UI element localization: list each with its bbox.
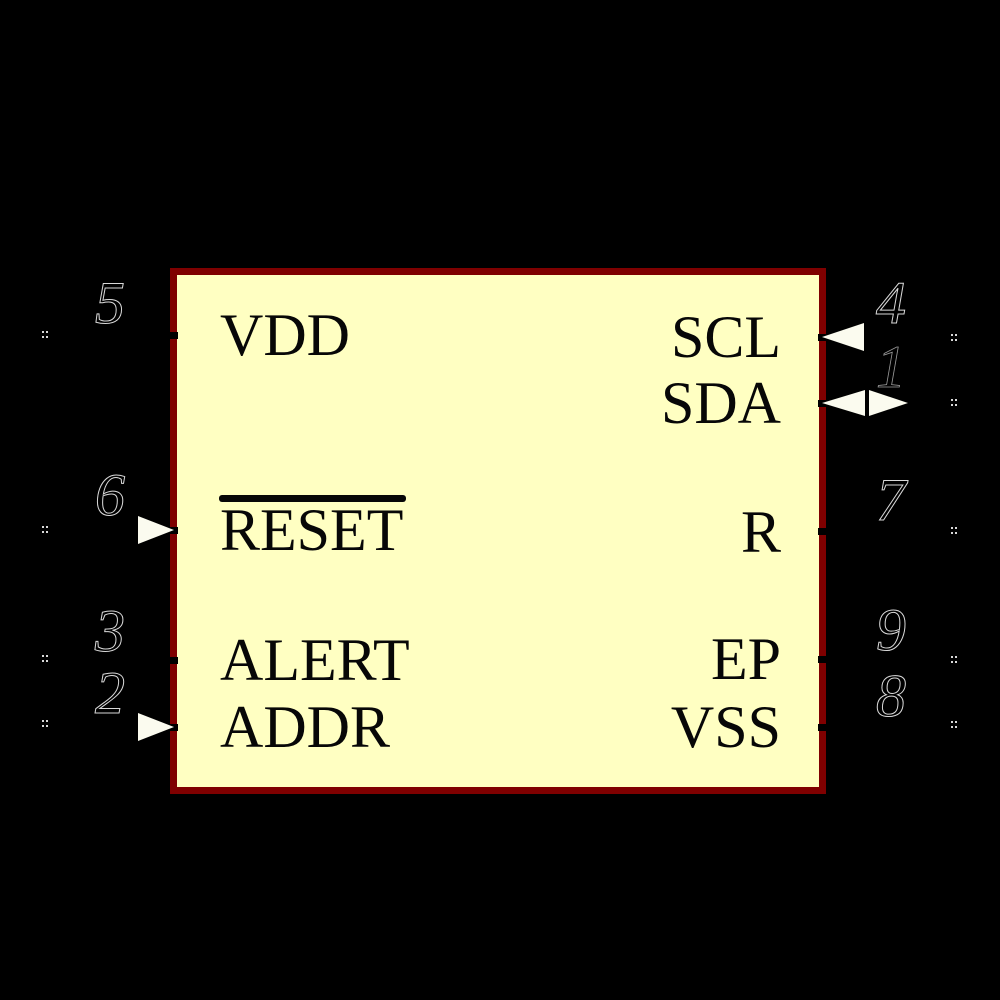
pin-name-vdd: VDD (220, 302, 350, 368)
pin-stub-3[interactable] (136, 657, 178, 664)
pin-stub-7[interactable] (818, 528, 860, 535)
pin-type-marker-4 (951, 334, 953, 336)
pin-type-marker-1 (951, 399, 953, 401)
pin-name-scl: SCL (670, 304, 781, 370)
pin-name-alert: ALERT (220, 627, 410, 693)
pin-stub-8[interactable] (818, 724, 860, 731)
pin-number-8[interactable]: 8 (876, 663, 907, 730)
pin-name-ep: EP (710, 626, 781, 692)
pin-stub-5[interactable] (136, 332, 178, 339)
pin-number-4[interactable]: 4 (876, 270, 907, 337)
reset-overline (219, 495, 406, 502)
bidirectional-arrow-icon (822, 390, 865, 416)
pin-type-marker-8 (951, 721, 953, 723)
input-arrow-icon (138, 516, 174, 544)
pin-number-7[interactable]: 7 (876, 467, 907, 534)
pin-number-6[interactable]: 6 (95, 462, 126, 529)
pin-type-marker-2 (42, 720, 44, 722)
pin-number-1[interactable]: 1 (876, 334, 907, 401)
pin-number-9[interactable]: 9 (876, 597, 907, 664)
pin-number-3[interactable]: 3 (95, 598, 126, 665)
bidirectional-arrow-icon (869, 390, 908, 416)
pin-stub-9[interactable] (818, 656, 860, 663)
pin-number-5[interactable]: 5 (95, 270, 126, 337)
pin-name-sda: SDA (660, 370, 781, 436)
pin-type-marker-9 (951, 656, 953, 658)
pin-name-r: R (740, 499, 781, 565)
pin-name-vss: VSS (670, 694, 781, 760)
pin-type-marker-6 (42, 526, 44, 528)
pin-type-marker-7 (951, 527, 953, 529)
input-arrow-icon (822, 323, 864, 351)
input-arrow-icon (138, 713, 174, 741)
pin-type-marker-5 (42, 331, 44, 333)
symbol-body[interactable] (170, 268, 826, 794)
pin-number-2[interactable]: 2 (95, 660, 126, 727)
pin-name-reset: RESET (220, 497, 404, 563)
pin-name-addr: ADDR (220, 694, 391, 760)
pin-type-marker-3 (42, 655, 44, 657)
